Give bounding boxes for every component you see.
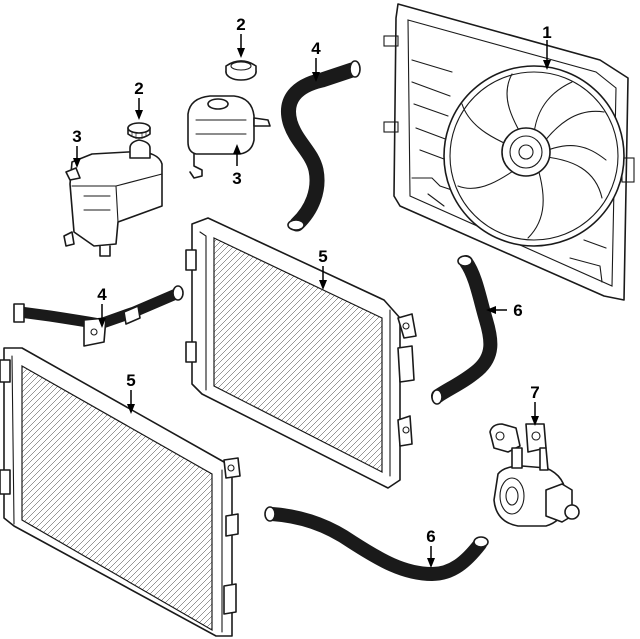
callout-7: 7 bbox=[530, 383, 539, 402]
callout-6-right-hose: 6 bbox=[513, 301, 522, 320]
callout-4-tube: 4 bbox=[97, 285, 107, 304]
upper-hose bbox=[281, 60, 361, 232]
coolant-tube bbox=[13, 285, 184, 347]
radiator-lower bbox=[0, 347, 241, 637]
callout-2-lower-cap: 2 bbox=[134, 79, 143, 98]
callout-3-lower-reservoir: 3 bbox=[72, 127, 81, 146]
callout-3-upper-reservoir: 3 bbox=[232, 169, 241, 188]
callout-5-upper-radiator: 5 bbox=[318, 247, 327, 266]
coolant-reservoir-lower bbox=[63, 139, 163, 257]
callout-4-upper-hose: 4 bbox=[311, 39, 321, 58]
fan-shroud-assembly bbox=[383, 3, 635, 301]
lower-hose-bottom bbox=[264, 506, 489, 581]
callout-leaders bbox=[73, 34, 551, 568]
reservoir-cap-lower bbox=[127, 122, 151, 139]
lower-hose-right bbox=[431, 255, 498, 405]
callout-1: 1 bbox=[542, 23, 551, 42]
callout-numbers: 1 2 2 3 3 4 4 5 5 6 6 7 bbox=[72, 15, 551, 546]
callout-6-bottom-hose: 6 bbox=[426, 527, 435, 546]
callout-2-upper-cap: 2 bbox=[236, 15, 245, 34]
coolant-reservoir-upper bbox=[187, 95, 271, 179]
auxiliary-water-pump bbox=[489, 423, 580, 527]
radiator-upper bbox=[185, 217, 417, 489]
callout-5-lower-radiator: 5 bbox=[126, 371, 135, 390]
reservoir-cap-upper bbox=[225, 60, 257, 81]
